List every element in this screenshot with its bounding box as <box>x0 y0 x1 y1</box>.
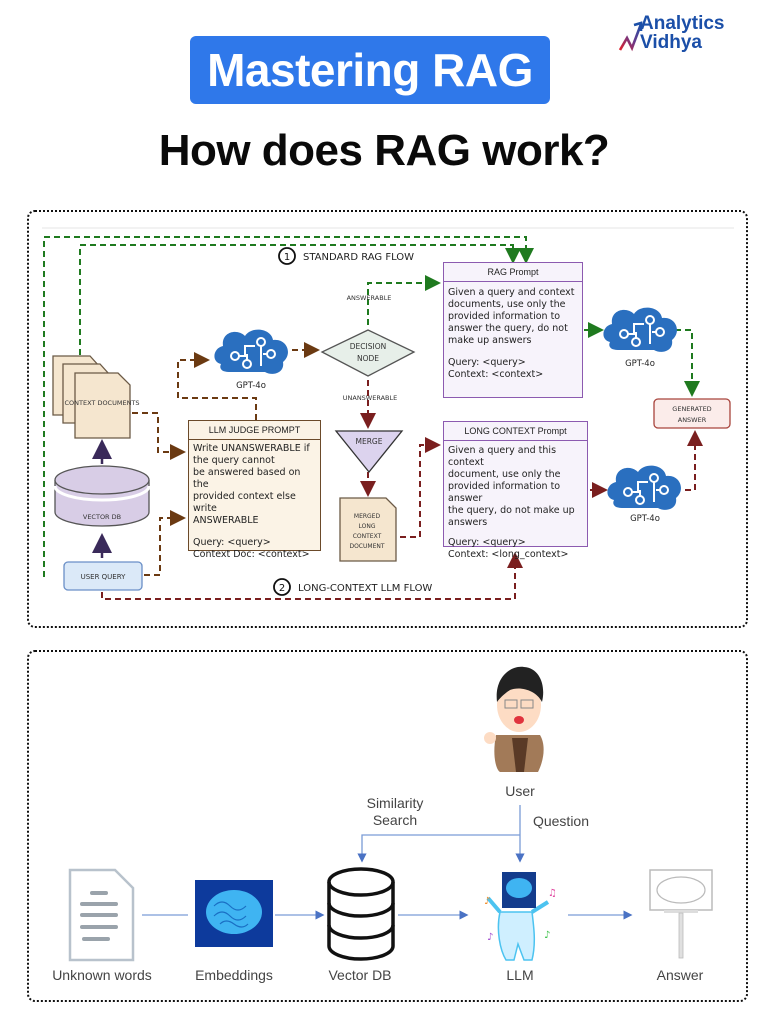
merged-doc-label-2: LONG <box>359 523 376 530</box>
step-label-llm: LLM <box>506 967 534 983</box>
long-context-prompt-box: LONG CONTEXT Prompt Given a query and th… <box>443 421 588 560</box>
llm-judge-prompt-box: LLM JUDGE PROMPT Write UNANSWERABLE if t… <box>188 420 321 560</box>
judge-var-1: Query: <query> <box>193 537 271 548</box>
long-body-2: document, use only the <box>448 469 561 480</box>
rag-body-4: answer the query, do not <box>448 323 568 334</box>
svg-text:1: 1 <box>284 252 290 263</box>
svg-text:STANDARD RAG FLOW: STANDARD RAG FLOW <box>303 252 414 263</box>
merged-doc-label-3: CONTEXT <box>353 533 382 540</box>
flow-2-label: 2 LONG-CONTEXT LLM FLOW <box>273 578 432 596</box>
gpt-long-label: GPT-4o <box>630 514 660 524</box>
llm-robot-icon: ♪ ♫ ♪ ♪ <box>484 872 557 961</box>
simple-flow-lines <box>142 805 633 920</box>
long-body-3: provided information to answer <box>448 481 561 504</box>
merged-doc-label-4: DOCUMENT <box>349 543 384 550</box>
judge-body-2: the query cannot <box>193 455 275 466</box>
logo-line-2: Vidhya <box>640 32 702 53</box>
similarity-search-label: Similarity Search <box>350 795 440 829</box>
merged-doc-label-1: MERGED <box>354 513 381 520</box>
step-label-answer: Answer <box>656 967 704 983</box>
context-documents-node <box>52 355 131 439</box>
decision-node <box>320 329 416 377</box>
long-var-1: Query: <query> <box>448 537 526 548</box>
step-label-unknown-words: Unknown words <box>52 967 152 983</box>
unknown-words-document-icon <box>68 868 135 962</box>
llm-judge-prompt-title: LLM JUDGE PROMPT <box>189 421 320 440</box>
user-query-node <box>63 561 143 591</box>
long-var-2: Context: <long_context> <box>448 549 569 560</box>
decision-label-2: NODE <box>357 354 379 363</box>
svg-text:♫: ♫ <box>548 888 557 899</box>
judge-body-1: Write UNANSWERABLE if <box>193 443 310 454</box>
user-query-label: USER QUERY <box>81 573 127 581</box>
generated-answer-node <box>653 398 731 429</box>
analytics-vidhya-logo[interactable]: Analytics Vidhya <box>618 14 748 58</box>
rag-prompt-box: RAG Prompt Given a query and context doc… <box>443 262 583 398</box>
logo-line-1: Analytics <box>640 13 725 34</box>
svg-text:LONG-CONTEXT LLM FLOW: LONG-CONTEXT LLM FLOW <box>298 583 432 594</box>
similarity-label-1: Similarity <box>366 795 424 811</box>
rag-var-1: Query: <query> <box>448 357 526 368</box>
unanswerable-label: UNANSWERABLE <box>343 394 397 402</box>
embeddings-brain-icon <box>195 880 273 947</box>
mastering-rag-badge: Mastering RAG <box>190 36 550 104</box>
judge-body-5: ANSWERABLE <box>193 515 259 526</box>
step-label-vector-db: Vector DB <box>328 967 392 983</box>
svg-text:2: 2 <box>279 583 285 594</box>
user-avatar-icon <box>484 666 544 772</box>
long-context-prompt-title: LONG CONTEXT Prompt <box>444 422 587 441</box>
page-title: How does RAG work? <box>158 126 610 175</box>
judge-var-2: Context Doc: <context> <box>193 549 310 560</box>
rag-var-2: Context: <context> <box>448 369 544 380</box>
long-body-5: answers <box>448 517 488 528</box>
judge-body-3: be answered based on the <box>193 467 301 490</box>
rag-body-5: make up answers <box>448 335 532 346</box>
gpt-rag-label: GPT-4o <box>625 359 655 369</box>
answer-sign-icon <box>649 869 713 959</box>
rag-body-3: provided information to <box>448 311 561 322</box>
rag-body-1: Given a query and context <box>448 287 575 298</box>
vector-db-label: VECTOR DB <box>83 513 121 521</box>
svg-text:♪: ♪ <box>484 896 490 907</box>
long-body-1: Given a query and this context <box>448 445 557 468</box>
gpt-rag-brain-icon <box>603 307 677 352</box>
rag-prompt-title: RAG Prompt <box>444 263 582 282</box>
user-label: User <box>505 783 535 799</box>
judge-flow-lines <box>132 342 320 576</box>
gpt-judge-label: GPT-4o <box>236 381 266 391</box>
vector-db-cylinder-icon <box>327 867 395 961</box>
gpt-long-brain-icon <box>607 465 681 510</box>
merge-label: MERGE <box>356 437 383 446</box>
standard-flow-lines <box>43 236 700 577</box>
rag-flow-panel <box>27 210 748 628</box>
generated-answer-label-2: ANSWER <box>678 416 707 424</box>
gpt-judge-brain-icon <box>214 329 288 374</box>
svg-text:♪: ♪ <box>544 930 550 941</box>
merged-long-context-document-node <box>339 497 397 562</box>
long-body-4: the query, do not make up <box>448 505 575 516</box>
similarity-label-2: Search <box>372 812 418 828</box>
question-label: Question <box>532 813 590 829</box>
context-documents-label: CONTEXT DOCUMENTS <box>64 399 139 407</box>
long-flow-lines <box>101 380 703 600</box>
generated-answer-label-1: GENERATED <box>672 405 711 413</box>
answerable-label: ANSWERABLE <box>347 294 392 302</box>
svg-text:♪: ♪ <box>487 932 493 943</box>
step-label-embeddings: Embeddings <box>195 967 273 983</box>
simple-rag-panel <box>27 650 748 1002</box>
trend-arrow-icon <box>618 21 643 52</box>
merge-node <box>334 430 404 474</box>
vector-db-node <box>53 465 151 527</box>
flow-1-label: 1 STANDARD RAG FLOW <box>278 247 414 265</box>
decision-label-1: DECISION <box>350 342 386 351</box>
judge-body-4: provided context else write <box>193 491 296 514</box>
rag-body-2: documents, use only the <box>448 299 566 310</box>
